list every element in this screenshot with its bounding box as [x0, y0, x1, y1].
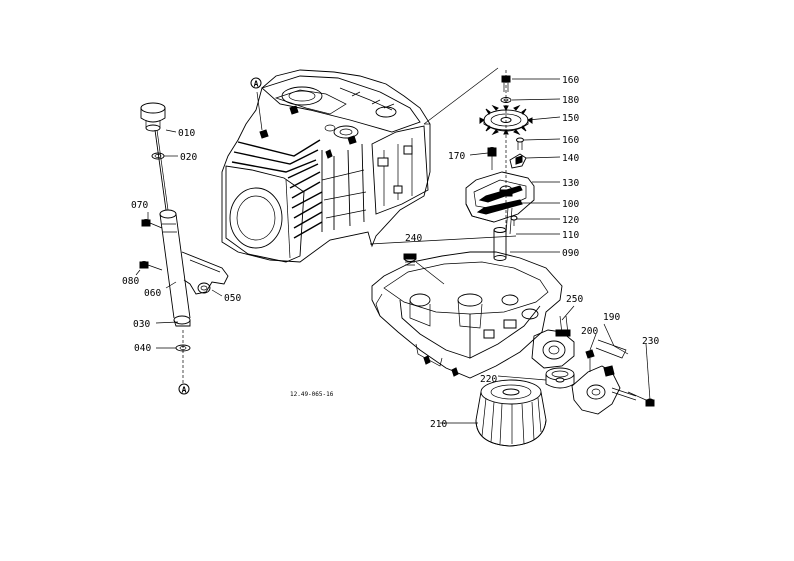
- oil-pump-assembly: [465, 70, 535, 261]
- marker-a-top: A: [250, 77, 262, 89]
- label-190: 190: [603, 312, 620, 323]
- relief-valve-assembly: [555, 315, 655, 415]
- label-210: 210: [430, 419, 447, 430]
- label-180: 180: [562, 95, 579, 106]
- label-150: 150: [562, 113, 579, 124]
- label-240: 240: [405, 233, 422, 244]
- label-010: 010: [178, 128, 195, 139]
- oil-filter-210: [475, 379, 547, 447]
- nipple-220: [545, 367, 575, 389]
- label-090: 090: [562, 248, 579, 259]
- label-030: 030: [133, 319, 150, 330]
- label-020: 020: [180, 152, 197, 163]
- part-number-labels: 010 020 030 040 050 060 070 080 090 100 …: [122, 75, 659, 430]
- label-230: 230: [642, 336, 659, 347]
- assembly-leaders: [369, 67, 517, 245]
- marker-a-top-label: A: [254, 80, 259, 89]
- label-200: 200: [581, 326, 598, 337]
- label-110: 110: [562, 230, 579, 241]
- bolt-240: [403, 253, 445, 285]
- label-070: 070: [131, 200, 148, 211]
- label-060: 060: [144, 288, 161, 299]
- marker-a-bottom: A: [178, 383, 190, 395]
- marker-a-bottom-label: A: [182, 386, 187, 395]
- label-170: 170: [448, 151, 465, 162]
- dipstick-assembly: [139, 102, 229, 384]
- label-130: 130: [562, 178, 579, 189]
- diagram-caption: 12.49-065-16: [290, 391, 334, 398]
- label-120: 120: [562, 215, 579, 226]
- label-160-top: 160: [562, 75, 579, 86]
- label-040: 040: [134, 343, 151, 354]
- label-160-mid: 160: [562, 135, 579, 146]
- label-050: 050: [224, 293, 241, 304]
- label-leaders: [135, 78, 651, 424]
- label-080: 080: [122, 276, 139, 287]
- label-140: 140: [562, 153, 579, 164]
- label-100: 100: [562, 199, 579, 210]
- label-220: 220: [480, 374, 497, 385]
- oil-pan: [371, 251, 575, 379]
- label-250: 250: [566, 294, 583, 305]
- engine-block: [221, 69, 431, 263]
